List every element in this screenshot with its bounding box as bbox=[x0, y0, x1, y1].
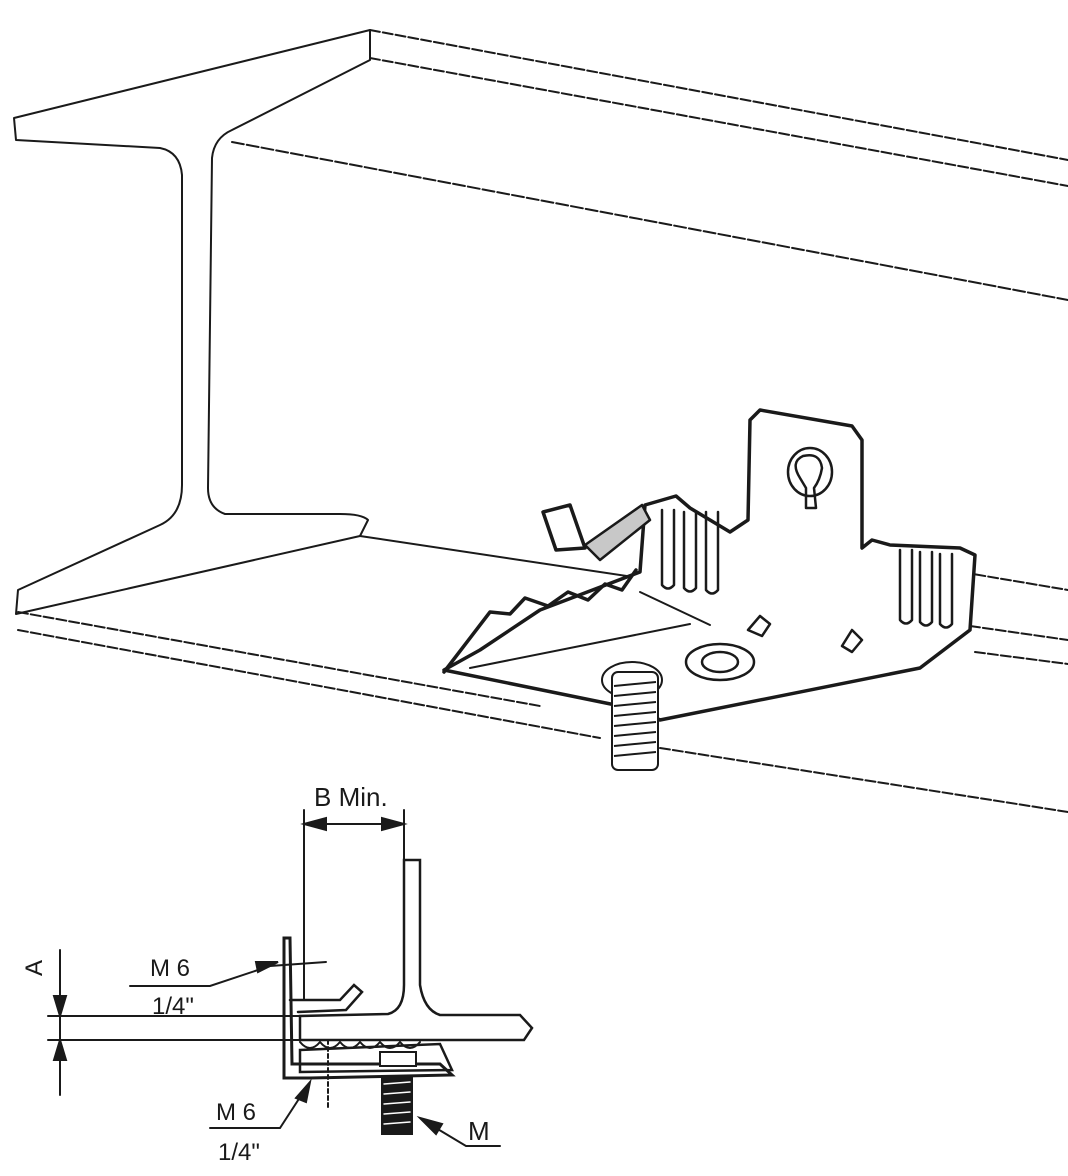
washer-ring bbox=[684, 642, 756, 682]
section-base bbox=[298, 1042, 454, 1074]
top-flange-back-edge bbox=[369, 29, 1068, 161]
m-arrow bbox=[416, 1116, 444, 1136]
m6-bottom-arrow bbox=[294, 1078, 312, 1104]
section-bolt bbox=[381, 1075, 413, 1135]
label-imperial-top: 1/4" bbox=[152, 993, 194, 1020]
bottom-flange-underside-edge bbox=[17, 629, 1068, 813]
m6-top-arrow bbox=[254, 961, 279, 974]
beam-section bbox=[298, 858, 534, 1042]
top-flange-front-edge bbox=[369, 57, 1068, 187]
bottom-flange-lip-far bbox=[974, 651, 1068, 665]
base-hole-1 bbox=[746, 614, 772, 638]
section-teeth bbox=[299, 1040, 421, 1049]
clamp-hook-flap bbox=[541, 503, 587, 552]
bottom-flange-front-edge bbox=[17, 611, 541, 707]
beam-clamp bbox=[442, 408, 977, 722]
i-beam-end-profile bbox=[13, 29, 371, 615]
bottom-flange-top-edge-far bbox=[969, 625, 1068, 641]
b-min-arrow-right bbox=[381, 816, 408, 832]
b-min-arrow-left bbox=[300, 816, 327, 832]
keyhole-slot bbox=[786, 446, 834, 510]
clamp-ribs-left bbox=[660, 508, 720, 595]
a-arrow-bottom bbox=[52, 1036, 68, 1061]
threaded-stud bbox=[611, 671, 659, 771]
clamp-hook-lever bbox=[583, 503, 652, 562]
m6-bottom-leader bbox=[209, 1087, 307, 1129]
label-imperial-bottom: 1/4" bbox=[218, 1139, 260, 1166]
clamp-section-upper bbox=[288, 983, 364, 1014]
base-hole-2 bbox=[840, 628, 864, 654]
label-m6-bottom: M 6 bbox=[216, 1099, 256, 1126]
label-m6-top: M 6 bbox=[150, 955, 190, 982]
web-flange-junction bbox=[231, 141, 1068, 301]
section-nut bbox=[379, 1051, 417, 1067]
section-detail bbox=[47, 809, 534, 1147]
a-arrow-top bbox=[52, 995, 68, 1020]
clamp-ribs-right bbox=[898, 548, 954, 629]
i-beam bbox=[13, 29, 1068, 813]
labels: B Min. A M 6 1/4" M 6 1/4" M bbox=[21, 782, 490, 1166]
label-m: M bbox=[468, 1116, 490, 1146]
hook-rod bbox=[639, 591, 711, 626]
bottom-flange-top-edge bbox=[359, 535, 641, 579]
clamp-inner-edge bbox=[469, 623, 691, 669]
clamp-serrated-teeth bbox=[442, 568, 638, 674]
m6-top-leader bbox=[129, 961, 327, 987]
clamp-base-plate bbox=[442, 408, 977, 722]
label-b-min: B Min. bbox=[314, 782, 388, 812]
label-a: A bbox=[21, 960, 48, 976]
